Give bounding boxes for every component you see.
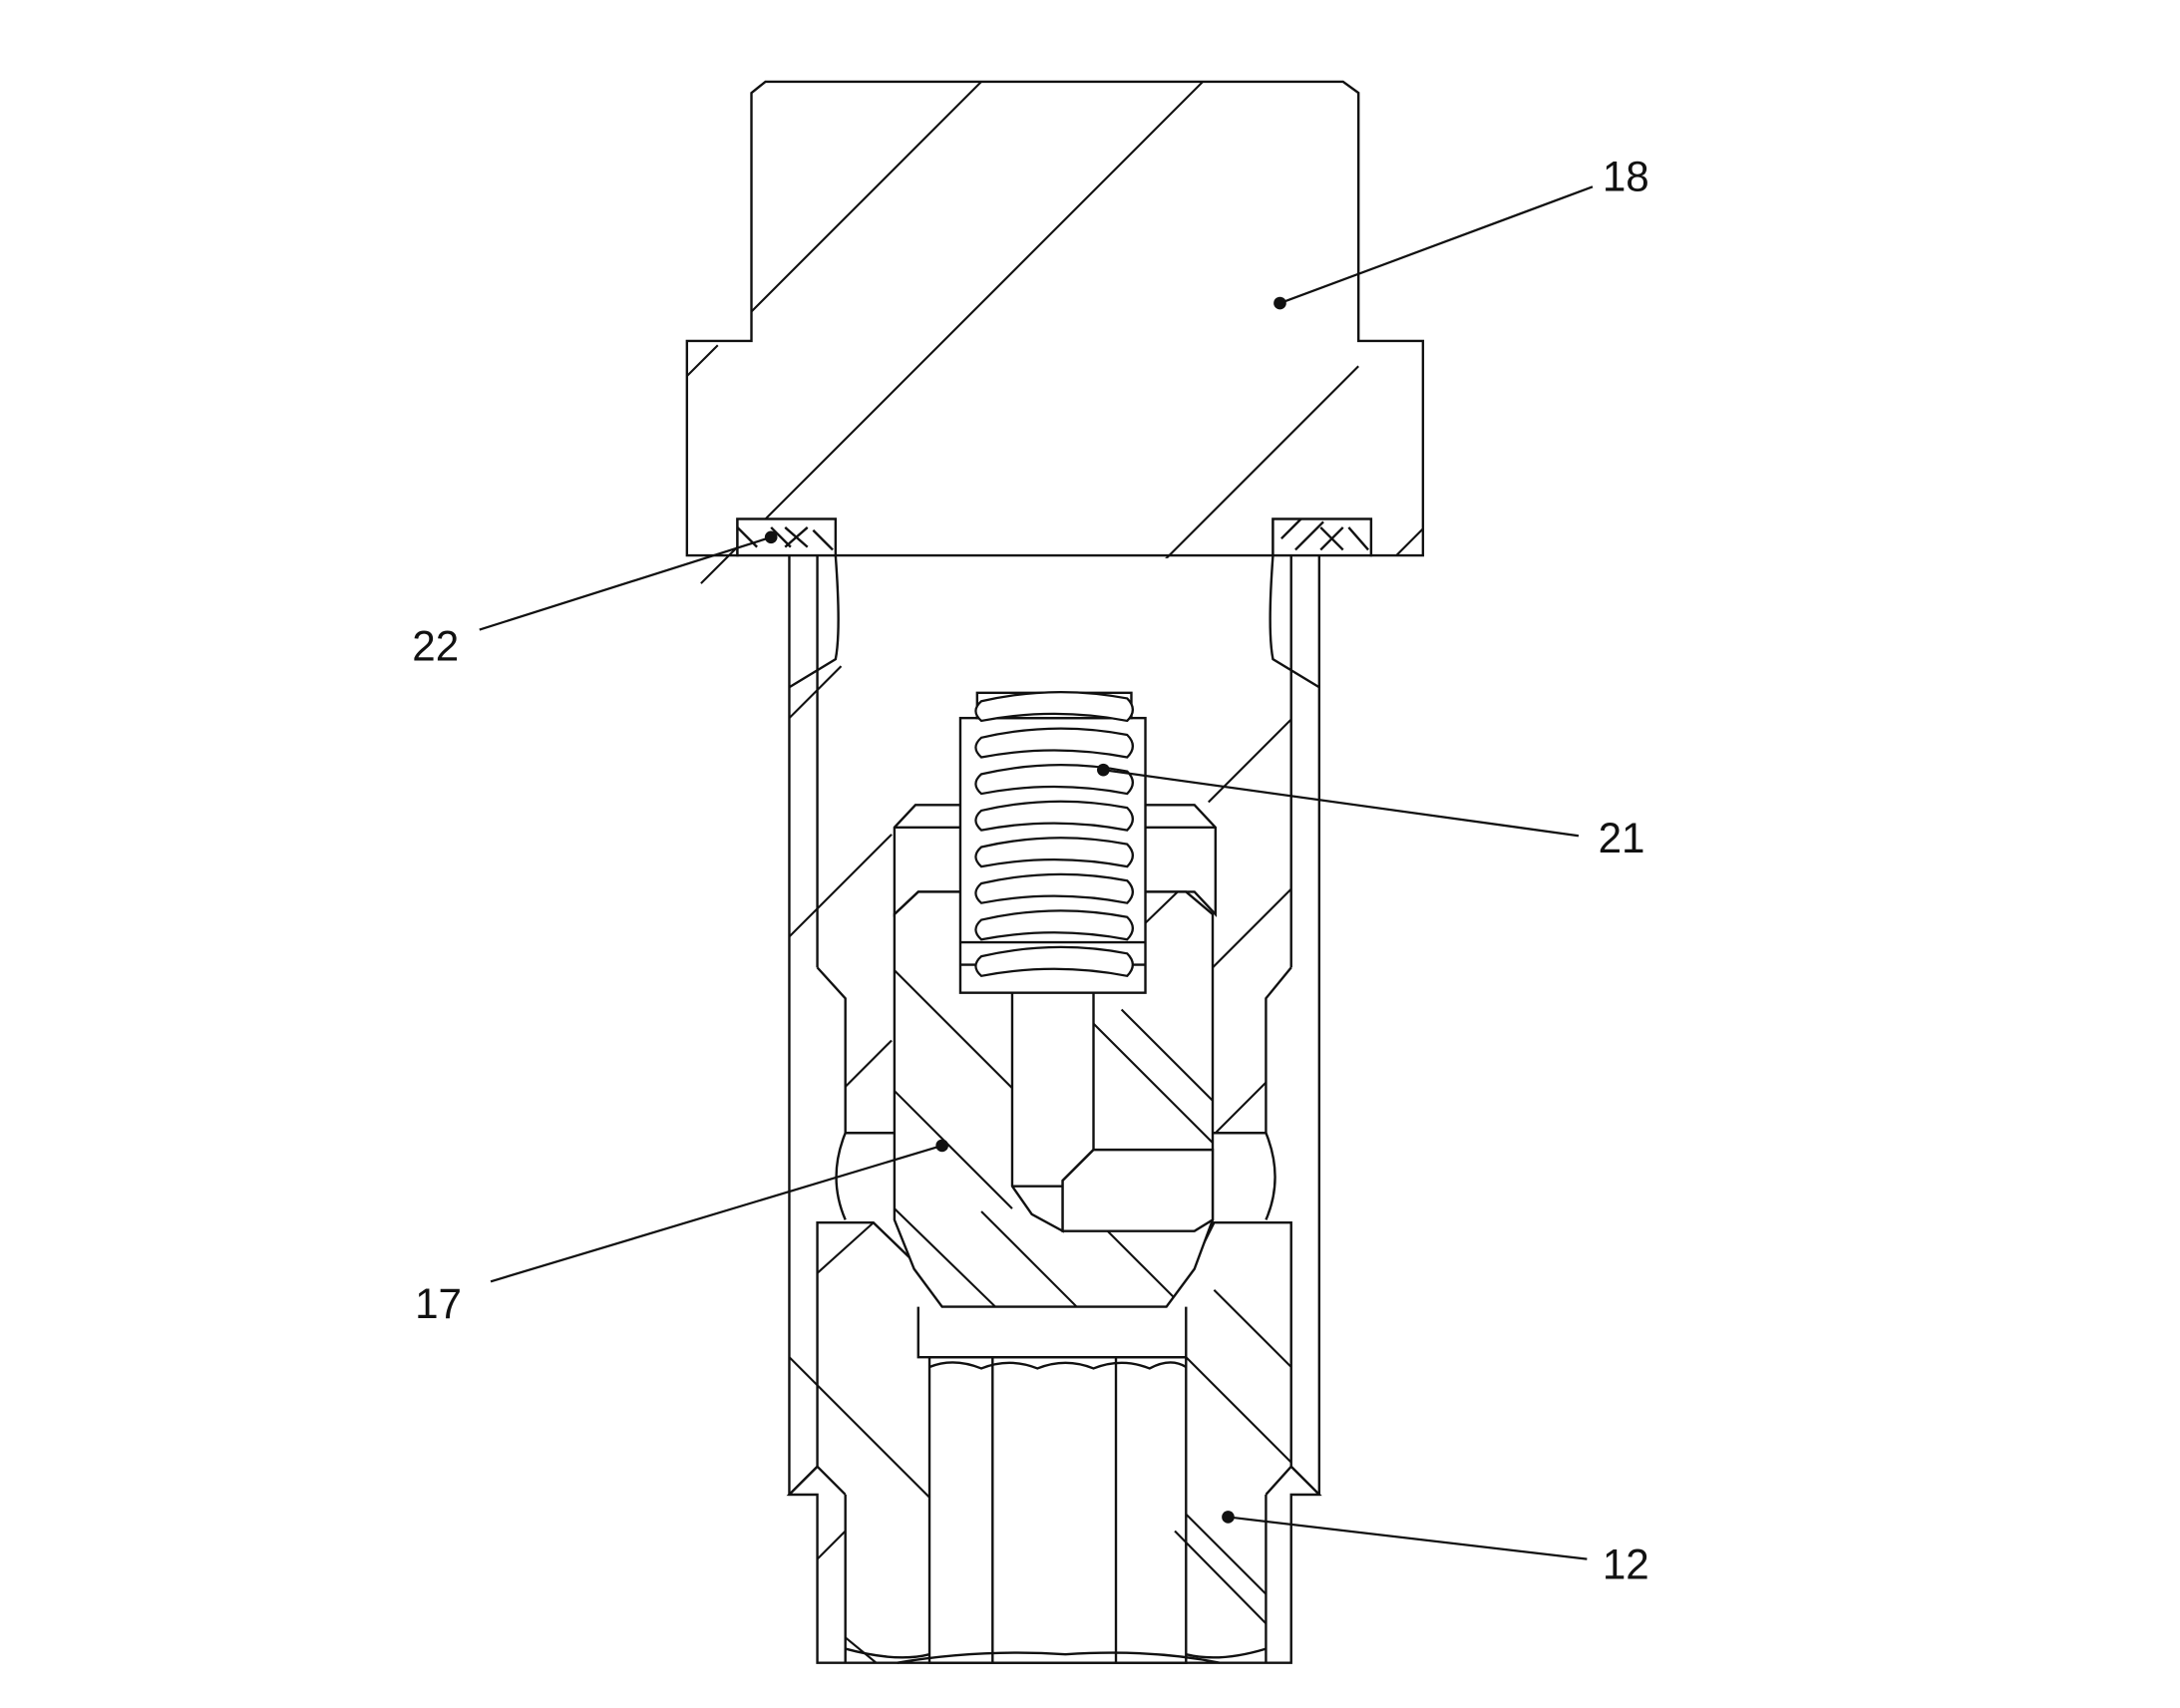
callout-17: 17 — [415, 1139, 949, 1327]
seal-ring-right — [1272, 517, 1373, 557]
callout-18: 18 — [1273, 154, 1649, 310]
callout-21: 21 — [1097, 763, 1645, 861]
plug-body — [685, 80, 1425, 584]
callout-label-17: 17 — [415, 1280, 462, 1327]
compression-spring — [974, 690, 1134, 978]
callout-22: 22 — [412, 530, 778, 670]
callout-label-12: 12 — [1603, 1540, 1649, 1587]
seal-ring-left — [736, 517, 838, 557]
callout-label-18: 18 — [1603, 154, 1649, 200]
callout-12: 12 — [1222, 1511, 1649, 1587]
callout-label-21: 21 — [1599, 815, 1645, 861]
callout-label-22: 22 — [412, 623, 459, 670]
seat-body — [786, 1221, 1322, 1664]
